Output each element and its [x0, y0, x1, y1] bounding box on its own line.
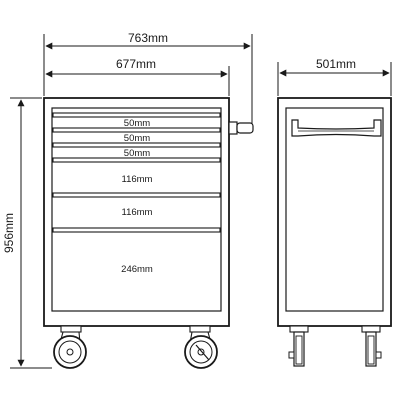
drawer-6-label: 246mm: [121, 264, 153, 275]
front-right-wheel: [184, 325, 218, 369]
front-view: 50mm 50mm 50mm 116mm 116mm 246mm: [43, 97, 254, 369]
drawer-1: 50mm: [52, 112, 221, 129]
drawer-2-label: 50mm: [124, 133, 150, 144]
side-right-wheel: [361, 325, 382, 367]
drawer-6: 246mm: [52, 227, 221, 275]
drawer-5: 116mm: [52, 192, 221, 218]
dimension-height: 956mm: [2, 97, 52, 369]
depth-label: 501mm: [316, 57, 356, 71]
cabinet-body: [43, 97, 230, 327]
drawer-3-label: 50mm: [124, 148, 150, 159]
drawer-5-label: 116mm: [122, 207, 153, 218]
dimension-overall-width: 763mm: [43, 31, 253, 124]
side-left-wheel: [288, 325, 309, 367]
drawer-1-label: 50mm: [124, 118, 150, 129]
side-handle-bar: [291, 119, 382, 137]
drawer-4: 116mm: [52, 157, 221, 185]
drawer-3: 50mm: [52, 142, 221, 159]
side-panel: [285, 107, 384, 312]
drawer-4-label: 116mm: [122, 174, 153, 185]
side-handle: [228, 121, 254, 135]
overall-width-label: 763mm: [128, 31, 168, 45]
front-left-wheel: [53, 325, 87, 369]
body-width-label: 677mm: [116, 57, 156, 71]
drawer-2: 50mm: [52, 127, 221, 144]
cabinet-frame: [51, 107, 222, 312]
dimension-body-width: 677mm: [45, 57, 230, 96]
side-view: [277, 97, 392, 367]
dimension-depth: 501mm: [277, 57, 392, 96]
height-label: 956mm: [2, 213, 16, 253]
